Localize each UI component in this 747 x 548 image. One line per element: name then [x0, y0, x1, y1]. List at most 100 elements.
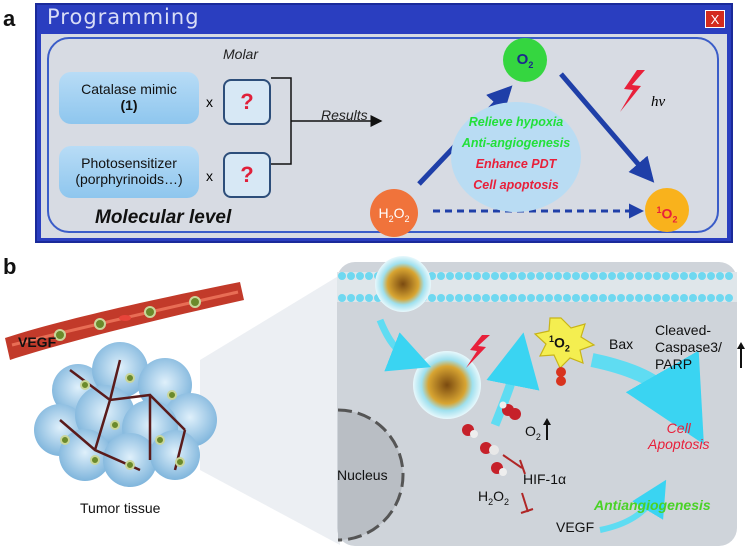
lipid-head [635, 272, 643, 280]
lipid-head [608, 272, 616, 280]
lipid-head [662, 272, 670, 280]
cell-h2o2-sub1: 2 [488, 496, 494, 507]
lipid-head [590, 294, 598, 302]
vessel-vegf-label: VEGF [18, 334, 57, 350]
lipid-head [716, 272, 724, 280]
lipid-head [572, 294, 580, 302]
window-title: Programming [47, 5, 200, 29]
caspase-line1: Cleaved- [655, 322, 712, 338]
lipid-head [626, 272, 634, 280]
lipid-head [707, 294, 715, 302]
catalase-mimic-box: Catalase mimic (1) [59, 72, 199, 124]
hif-label: HIF-1α [523, 471, 567, 487]
nucleus [337, 408, 405, 542]
catalase-line1: Catalase mimic [81, 81, 177, 97]
uptake-arrow [376, 318, 432, 372]
lipid-head [518, 294, 526, 302]
lipid-head [482, 272, 490, 280]
oxygen-sub: 2 [528, 60, 534, 70]
singlet-main: O [661, 205, 673, 222]
bax-label: Bax [609, 336, 634, 352]
catalase-line2: (1) [120, 97, 138, 113]
lipid-head [662, 294, 670, 302]
lipid-head [365, 294, 373, 302]
lipid-head [635, 294, 643, 302]
photosensitizer-line1: Photosensitizer [81, 155, 177, 171]
lipid-head [365, 272, 373, 280]
molar-label: Molar [223, 46, 259, 62]
window-content: Molar Catalase mimic (1) x ? Photosensit… [41, 34, 727, 238]
question-box-1: ? [223, 79, 271, 125]
cell-o2-sub: 2 [535, 431, 541, 442]
lipid-head [581, 294, 589, 302]
apoptosis-arrow [590, 350, 704, 445]
close-button[interactable]: X [705, 10, 725, 28]
photosensitizer-box: Photosensitizer (porphyrinoids…) [59, 146, 199, 198]
lipid-head [644, 294, 652, 302]
lipid-head [689, 294, 697, 302]
apoptosis-line1: Cell [666, 420, 691, 436]
lipid-head [725, 272, 733, 280]
tumor-tissue-label: Tumor tissue [80, 500, 161, 516]
lipid-head [716, 294, 724, 302]
lipid-head [590, 272, 598, 280]
lipid-head [554, 272, 562, 280]
cell-apoptosis-label: Cell Apoptosis [648, 420, 709, 452]
lipid-head [509, 294, 517, 302]
lipid-head [617, 294, 625, 302]
panel-a-letter: a [3, 6, 16, 31]
lipid-head [680, 294, 688, 302]
hv-label: hν [651, 94, 666, 110]
lipid-head [572, 272, 580, 280]
lipid-head [509, 272, 517, 280]
lipid-head [671, 294, 679, 302]
lipid-head [644, 272, 652, 280]
cell-h2o2-o: O [493, 488, 505, 504]
tumor-cluster [34, 342, 217, 487]
singlet-starburst [533, 317, 596, 370]
effects-list: Relieve hypoxia Anti-angiogenesis Enhanc… [431, 112, 601, 196]
blood-vessel [5, 282, 244, 360]
lipid-head [527, 294, 535, 302]
cell-singlet-main: O [554, 334, 565, 351]
lipid-head [671, 272, 679, 280]
times-sign-1: x [206, 94, 213, 110]
lipid-head [338, 272, 346, 280]
cell-singlet-oxygen: 1O2 [549, 334, 570, 353]
lipid-head [545, 294, 553, 302]
window-titlebar: Programming X [37, 5, 731, 33]
lipid-head [563, 272, 571, 280]
cell-interior [337, 262, 737, 546]
cell-o2-main: O [525, 423, 536, 439]
lipid-head [581, 272, 589, 280]
singlet-sup: 1 [656, 205, 662, 215]
lipid-head [698, 294, 706, 302]
lightning-icon [620, 70, 645, 112]
lipid-head [428, 294, 436, 302]
lipid-head [446, 272, 454, 280]
lipid-head [617, 272, 625, 280]
lipid-head [554, 294, 562, 302]
cell-h2o2-sub2: 2 [504, 496, 510, 507]
lipid-head [536, 272, 544, 280]
lipid-head [491, 294, 499, 302]
oxygen-node: O2 [503, 38, 547, 82]
panel-b-lightning-icon [466, 335, 490, 368]
h2o2-sub2: 2 [404, 213, 410, 224]
oxygen-main: O [516, 51, 529, 68]
lipid-head [680, 272, 688, 280]
cell-o2-label: O2 [525, 423, 541, 442]
h2o2-molecules [462, 401, 521, 476]
caspase-label: Cleaved- Caspase3/ PARP [655, 322, 722, 373]
effect-anti-angiogenesis: Anti-angiogenesis [461, 136, 571, 150]
cell-h2o2-h: H [478, 488, 489, 504]
molecular-level-label: Molecular level [95, 207, 232, 228]
h2o2-node: H2O2 [370, 189, 418, 237]
lipid-head [698, 272, 706, 280]
h2o2-o: O [393, 205, 405, 221]
lipid-head [608, 294, 616, 302]
caspase-line2: Caspase3/ [655, 339, 722, 355]
lipid-head [653, 272, 661, 280]
lipid-head [347, 272, 355, 280]
results-label: Results [321, 107, 368, 123]
